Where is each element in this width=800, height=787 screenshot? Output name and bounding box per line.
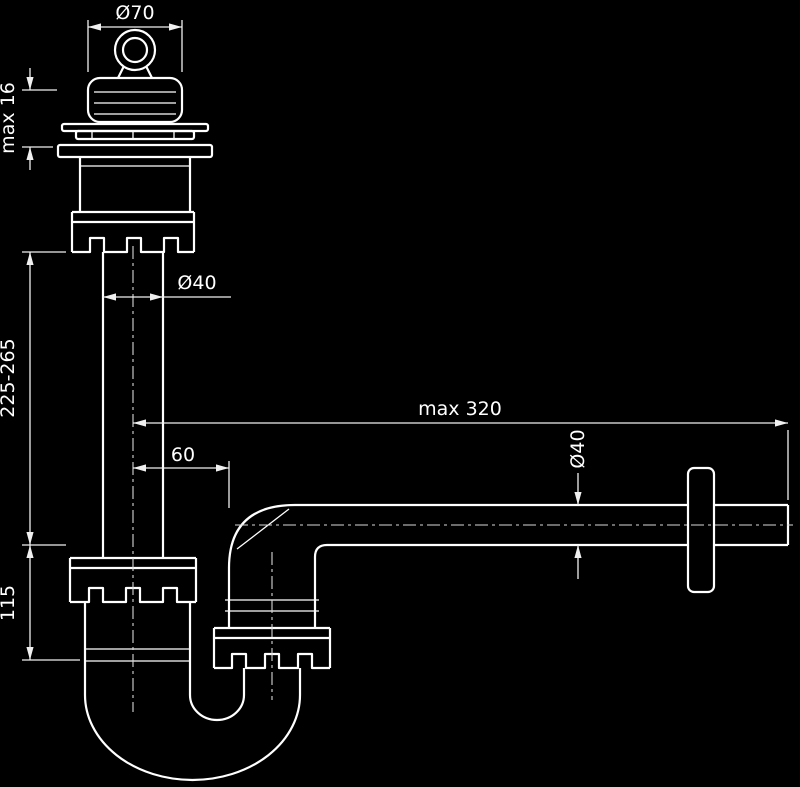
- u-bend-outer-arc: [83, 694, 302, 782]
- dim-outlet-diameter: Ø40: [567, 429, 589, 579]
- dim-label-plug-diameter: Ø70: [115, 2, 154, 24]
- plug-ring-inner: [121, 36, 149, 64]
- drain-body-walls: [78, 157, 192, 212]
- strainer-assembly: [60, 122, 210, 141]
- dim-plug-diameter: Ø70: [87, 2, 183, 72]
- union-nut-upper: [70, 210, 196, 254]
- dim-tailpipe-length-range: 225-265: [0, 251, 66, 546]
- dim-extension-lines: [87, 20, 183, 72]
- plug-body-ribs: [94, 91, 176, 115]
- tailpipe-walls: [101, 252, 165, 558]
- union-nut-upper-outline: [70, 210, 196, 254]
- trap-body: [83, 602, 192, 695]
- plug-ring-outer: [113, 28, 157, 72]
- dim-extension-lines: [22, 89, 57, 148]
- drain-flange: [56, 143, 214, 159]
- u-bend-right-riser: [242, 668, 302, 695]
- plug-ring-base: [117, 65, 153, 79]
- dim-label-elbow-offset: 60: [171, 444, 195, 466]
- elbow-outer-curve: [227, 503, 296, 569]
- elbow-walls: [227, 557, 317, 628]
- elbow-chamfer: [236, 508, 290, 550]
- dim-trap-depth: 115: [0, 545, 80, 661]
- dim-label-max-deck-thickness: max 16: [0, 82, 19, 154]
- u-bend: [83, 668, 302, 782]
- tailpipe: [101, 252, 165, 558]
- u-bend-inner-arc: [188, 694, 246, 722]
- dim-label-tailpipe-length-range: 225-265: [0, 338, 19, 417]
- centerlines: [132, 246, 793, 712]
- dim-elbow-offset: 60: [133, 444, 230, 508]
- dim-tailpipe-diameter: Ø40: [103, 272, 231, 301]
- strainer-ticks: [91, 131, 175, 139]
- dim-label-tailpipe-diameter: Ø40: [177, 272, 216, 294]
- strainer-plate-lower: [74, 129, 196, 141]
- dim-max-outlet-reach: max 320: [133, 398, 789, 500]
- plug-assembly: [86, 28, 184, 124]
- plug-body: [86, 76, 184, 124]
- outlet-pipe: [295, 466, 790, 594]
- wall-flange: [686, 466, 716, 594]
- dim-label-outlet-diameter: Ø40: [567, 429, 589, 468]
- drain-flange-body: [56, 143, 214, 212]
- dim-extension-lines: [22, 251, 66, 546]
- outlet-pipe-walls: [295, 503, 688, 547]
- elbow-inner-corner: [313, 543, 328, 558]
- dim-label-max-outlet-reach: max 320: [418, 398, 502, 420]
- outlet-elbow: [225, 503, 328, 628]
- dim-max-deck-thickness: max 16: [0, 68, 57, 170]
- trap-body-ribs: [85, 648, 190, 662]
- dim-label-trap-depth: 115: [0, 585, 19, 621]
